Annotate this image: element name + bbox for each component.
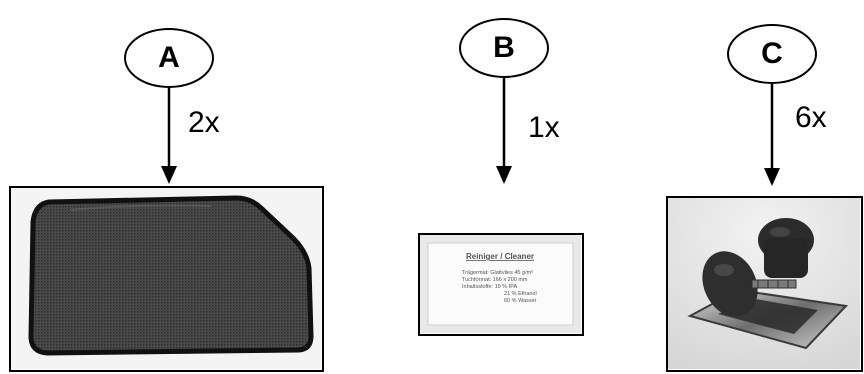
- part-c-quantity: 6x: [795, 101, 827, 134]
- part-b-label: B: [459, 18, 549, 78]
- cleaner-title: Reiniger / Cleaner: [466, 252, 534, 261]
- part-b-photo: Reiniger / Cleaner Trägermat: Glattvlies…: [418, 233, 584, 336]
- cleaner-sachet-image: Reiniger / Cleaner Trägermat: Glattvlies…: [420, 235, 581, 333]
- cleaner-line-4: 21 % Ethanol: [504, 291, 537, 297]
- part-b-quantity: 1x: [528, 111, 560, 144]
- part-c-photo: [666, 196, 863, 372]
- part-a-quantity: 2x: [188, 106, 220, 139]
- part-b-arrow: [496, 78, 512, 184]
- cleaner-line-3: Inhaltsstoffe: 19 % IPA: [462, 284, 517, 290]
- mounting-clip-image: [668, 198, 860, 369]
- part-a-arrow: [161, 88, 177, 184]
- sunshade-panel-image: [11, 188, 321, 369]
- cleaner-line-1: Trägermat: Glattvlies 45 g/m²: [462, 270, 533, 276]
- part-c-label: C: [727, 24, 817, 84]
- cleaner-line-2: Tuchformat: 166 x 200 mm: [462, 277, 528, 283]
- part-c-arrow: [764, 84, 780, 186]
- part-a-label: A: [124, 28, 214, 88]
- part-a-photo: [9, 186, 324, 372]
- cleaner-line-5: 60 % Wasser: [504, 298, 537, 304]
